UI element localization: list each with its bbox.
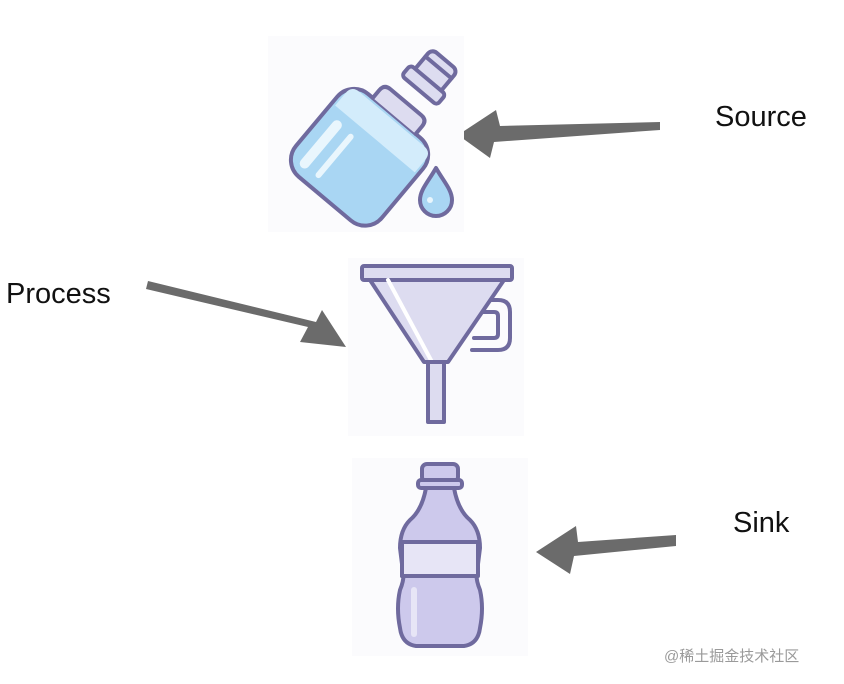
- watermark-text: @稀土掘金技术社区: [664, 648, 800, 665]
- funnel-icon: [348, 258, 524, 436]
- sink-label: Sink: [733, 507, 790, 539]
- water-jug-icon: [268, 36, 464, 232]
- source-label: Source: [715, 101, 807, 133]
- process-label: Process: [6, 278, 111, 310]
- source-arrow: [458, 110, 660, 158]
- bottle-icon: [352, 458, 528, 656]
- process-arrow: [146, 281, 346, 347]
- sink-arrow: [536, 526, 676, 574]
